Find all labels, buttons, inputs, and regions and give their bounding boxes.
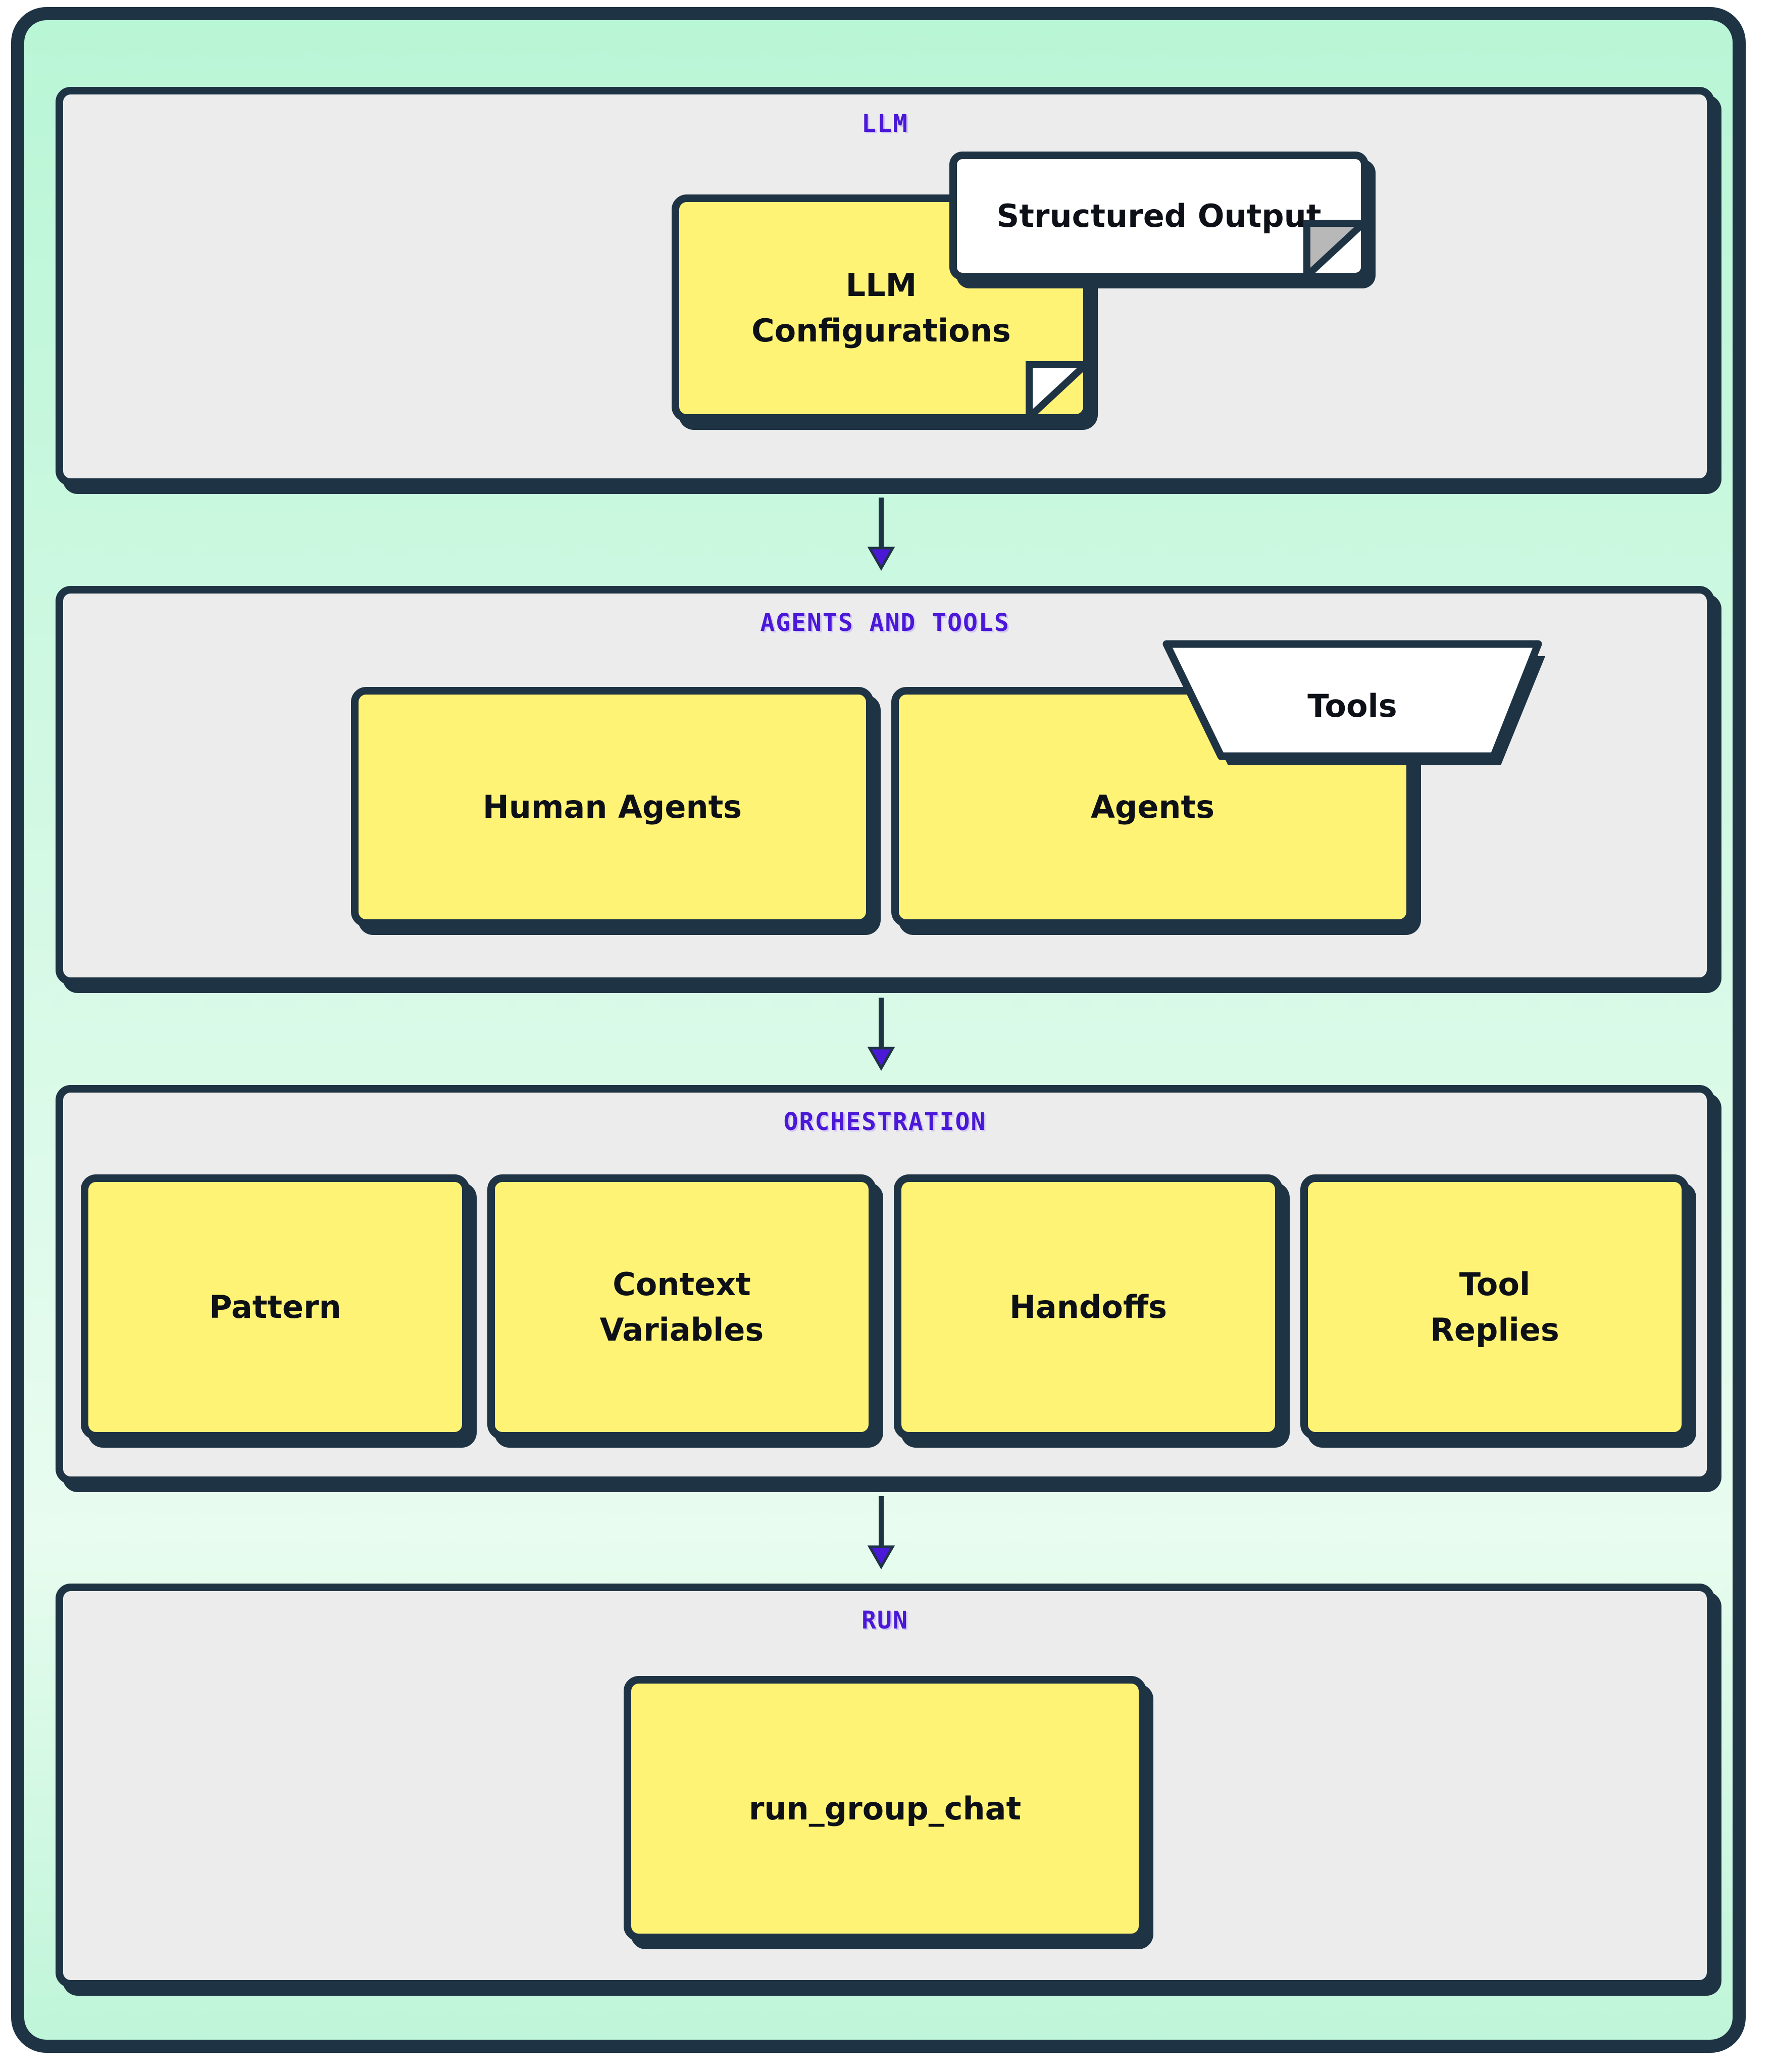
- fold-corner-structured-output: [1303, 220, 1368, 281]
- tag-tools: Tools: [1162, 640, 1545, 765]
- box-label: Agents: [1090, 788, 1215, 825]
- box-label: Pattern: [209, 1288, 341, 1325]
- box-label: Handoffs: [1009, 1288, 1167, 1325]
- box-llm-configurations: LLM Configurations: [672, 194, 1091, 422]
- box-run-group-chat: run_group_chat: [624, 1676, 1146, 1941]
- arrow-orchestration-to-run: [867, 1496, 895, 1570]
- box-label: Context Variables: [599, 1265, 764, 1348]
- layer-title-agents-and-tools: AGENTS AND TOOLS: [760, 609, 1010, 637]
- tag-structured-output: Structured Output: [949, 152, 1368, 280]
- box-handoffs: Handoffs: [894, 1174, 1283, 1440]
- box-context-variables: Context Variables: [487, 1174, 876, 1440]
- tag-label: Structured Output: [996, 197, 1322, 234]
- layer-title-orchestration: ORCHESTRATION: [783, 1108, 987, 1136]
- box-human-agents: Human Agents: [351, 687, 874, 927]
- box-label: LLM Configurations: [751, 267, 1011, 349]
- arrow-agents-to-orchestration: [867, 998, 895, 1071]
- layer-title-llm: LLM: [861, 110, 908, 138]
- box-label: run_group_chat: [748, 1790, 1022, 1827]
- box-pattern: Pattern: [81, 1174, 470, 1440]
- tag-label: Tools: [1307, 687, 1397, 724]
- fold-corner-llm-configurations: [1026, 361, 1091, 422]
- box-tool-replies: Tool Replies: [1300, 1174, 1689, 1440]
- layer-title-run: RUN: [861, 1606, 908, 1635]
- arrow-llm-to-agents: [867, 498, 895, 571]
- box-label: Human Agents: [482, 788, 742, 825]
- box-label: Tool Replies: [1430, 1265, 1559, 1348]
